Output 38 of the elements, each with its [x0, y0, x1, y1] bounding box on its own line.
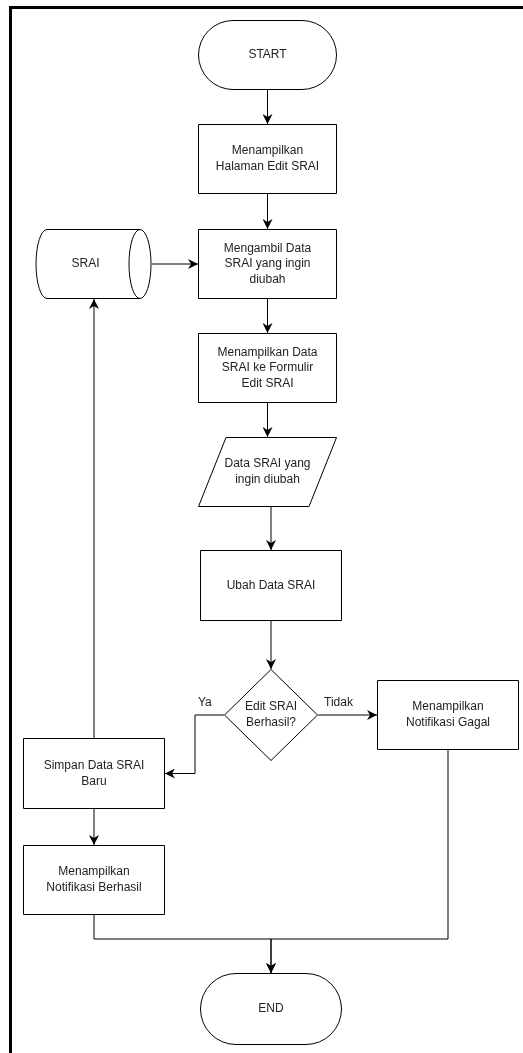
arrow — [151, 259, 199, 269]
node-text: Menampilkan Notifikasi Gagal — [404, 699, 491, 731]
process-box — [198, 124, 337, 194]
decision-diamond — [224, 669, 318, 761]
arrow — [262, 298, 273, 334]
terminal-shape — [200, 973, 342, 1045]
arrow — [262, 193, 273, 230]
node-text: Data SRAI yang ingin diubah — [223, 456, 312, 488]
arrow — [266, 749, 449, 974]
arrow — [266, 620, 276, 670]
process-box — [23, 738, 165, 809]
arrow — [89, 808, 99, 846]
node-text: SRAI — [71, 256, 101, 272]
node-text: Ubah Data SRAI — [225, 577, 317, 594]
database-cylinder — [35, 229, 152, 299]
edge-label: Ya — [198, 695, 212, 709]
arrow — [266, 506, 276, 551]
node-text: Menampilkan Halaman Edit SRAI — [214, 143, 321, 175]
arrow — [164, 714, 225, 779]
process-box — [23, 845, 165, 915]
node-text: Menampilkan Data SRAI ke Formulir Edit SRAI — [216, 344, 319, 392]
arrow — [262, 402, 273, 438]
arrow — [89, 298, 99, 739]
process-box — [200, 550, 342, 621]
arrow — [262, 89, 273, 125]
node-text: Menampilkan Notifikasi Berhasil — [45, 864, 143, 896]
arrow — [317, 710, 378, 720]
data-parallelogram — [198, 437, 337, 507]
node-text: Simpan Data SRAI Baru — [42, 757, 146, 790]
node-text: Edit SRAI Berhasil? — [244, 699, 298, 731]
node-text: END — [257, 1001, 285, 1017]
process-box — [198, 333, 337, 403]
terminal-shape — [198, 20, 337, 90]
process-box — [377, 680, 519, 750]
process-box — [198, 229, 337, 299]
node-text: Mengambil Data SRAI yang ingin diubah — [222, 240, 313, 288]
node-text: START — [247, 47, 288, 63]
edge-label: Tidak — [324, 695, 353, 709]
